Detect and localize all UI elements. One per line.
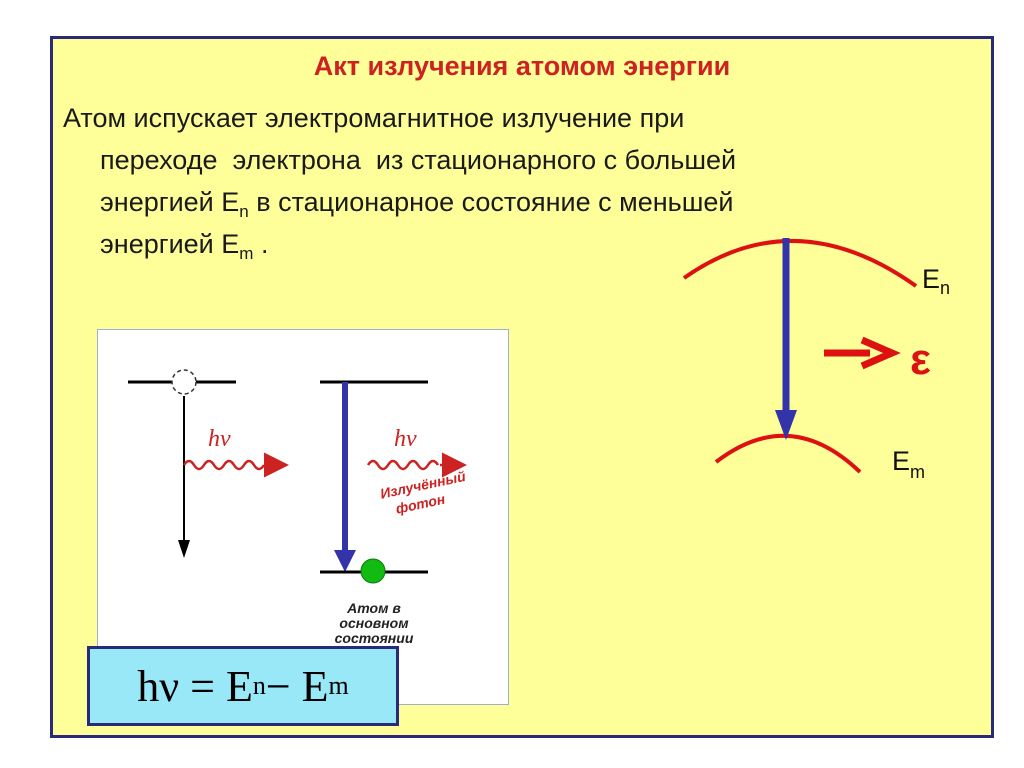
slide-title: Акт излучения атомом энергии	[313, 51, 731, 81]
body-line-4: энергией Em .	[100, 229, 269, 263]
lower-level-label: Em	[892, 446, 925, 482]
transition-arrow-head	[775, 410, 797, 440]
left-photon-label: hν	[208, 426, 231, 452]
right-photon-wave	[366, 459, 440, 471]
ground-electron	[360, 558, 386, 584]
formula-mid: − E	[265, 661, 329, 711]
left-electron-empty	[171, 369, 197, 395]
energy-symbol: ε	[910, 335, 931, 384]
emission-figure: hν hν Излучённый фотон Атом в основном с…	[97, 329, 509, 705]
upper-level-label: En	[922, 264, 950, 298]
body-line-2: переходе электрона из стационарного с бо…	[100, 145, 737, 175]
body-line-3: энергией En в стационарное состояние с м…	[100, 187, 734, 221]
right-arrow-head	[334, 550, 356, 572]
formula-lhs: hν = E	[137, 661, 253, 711]
slide: Акт излучения атомом энергии Атом испуск…	[50, 36, 994, 738]
upper-energy-level-arc	[682, 238, 918, 288]
ground-label-2: основном	[339, 615, 409, 631]
ground-label-1: Атом в	[346, 600, 401, 616]
left-photon-wave	[182, 459, 266, 471]
emission-arrow-head	[860, 336, 901, 370]
emission-figure-svg: hν hν Излучённый фотон Атом в основном с…	[128, 369, 467, 646]
lower-energy-level-arc	[714, 433, 862, 474]
right-photon-label: hν	[394, 426, 417, 452]
left-arrow-head	[178, 540, 190, 558]
body-line-1: Атом испускает электромагнитное излучени…	[63, 103, 685, 133]
body-text: Атом испускает электромагнитное излучени…	[63, 97, 933, 265]
ground-label-3: состоянии	[335, 630, 414, 646]
